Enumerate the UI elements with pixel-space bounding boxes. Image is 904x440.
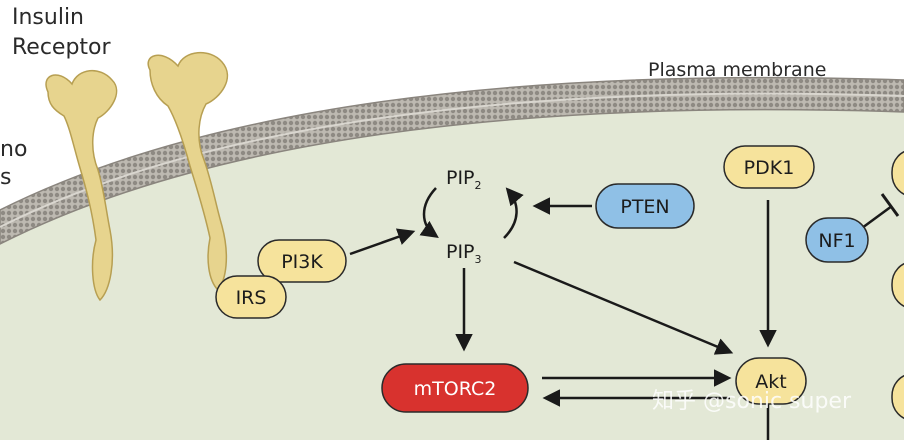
irs-node: IRS xyxy=(215,275,287,319)
membrane-label: Plasma membrane xyxy=(648,59,826,81)
left-cut-label-line1: no xyxy=(0,137,27,162)
nf1-inhibition-bar xyxy=(880,193,900,217)
pdk1-label: PDK1 xyxy=(744,157,795,179)
pip3-label: PIP3 xyxy=(446,241,482,266)
pten-label: PTEN xyxy=(620,196,669,218)
mtorc2-label: mTORC2 xyxy=(414,378,497,400)
pdk1-node: PDK1 xyxy=(723,145,815,189)
receptor-label-line2: Receptor xyxy=(12,35,112,60)
pip2-to-pip3-arrow xyxy=(419,187,439,238)
pip3-to-akt-arrow xyxy=(513,260,734,355)
receptor-label-line1: Insulin xyxy=(12,5,84,30)
pi3k-label: PI3K xyxy=(281,251,323,273)
akt-label: Akt xyxy=(755,371,786,393)
pi3k-node: PI3K xyxy=(257,239,347,283)
nf1-node: NF1 xyxy=(805,217,869,263)
nf1-inhibition-line xyxy=(861,204,893,230)
watermark: 知乎 @sonic super xyxy=(652,389,852,414)
pip3-to-pip2-arrow xyxy=(503,187,524,239)
insulin-receptor-right xyxy=(147,52,229,292)
akt-node: Akt xyxy=(735,357,807,405)
right-edge-node-top xyxy=(891,151,904,195)
right-edge-node-middle xyxy=(891,263,904,307)
insulin-receptor-left xyxy=(45,70,118,302)
pi3k-to-pip-arrow xyxy=(349,228,416,256)
right-edge-node-bottom xyxy=(891,375,904,419)
pip2-label: PIP2 xyxy=(446,167,482,192)
irs-label: IRS xyxy=(236,287,267,309)
pten-node: PTEN xyxy=(595,183,695,229)
mtorc2-node: mTORC2 xyxy=(381,363,529,413)
nf1-label: NF1 xyxy=(818,230,855,252)
left-cut-label-line2: s xyxy=(0,165,11,190)
